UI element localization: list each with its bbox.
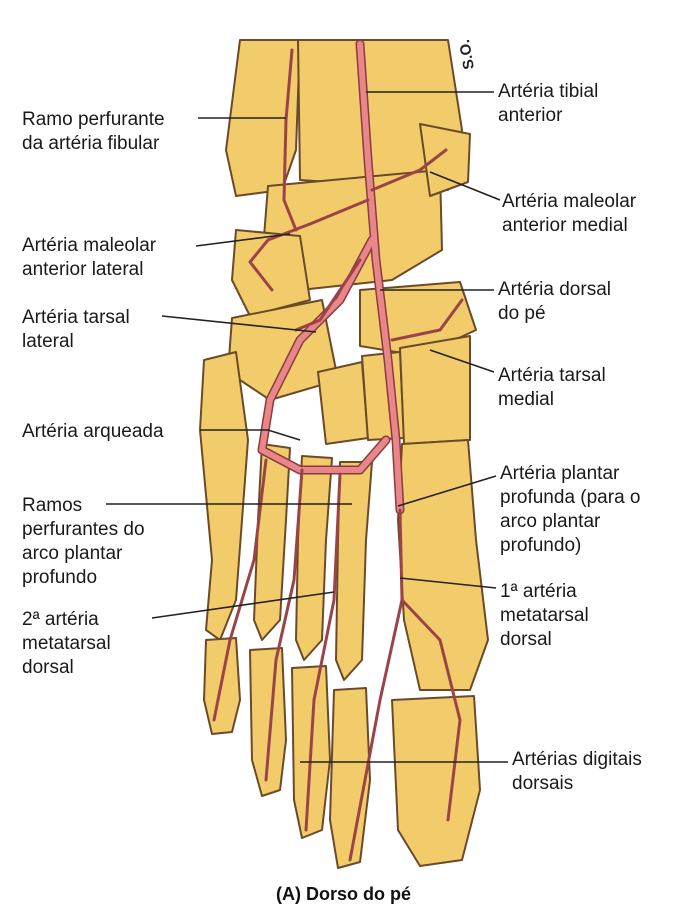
- label-maleolar-anterior-medial: Artéria maleolar anterior medial: [502, 191, 637, 236]
- label-tarsal-lateral: Artéria tarsal lateral: [22, 307, 130, 352]
- medial-cuneiform: [399, 335, 471, 445]
- metatarsal-3-artery: [264, 468, 304, 782]
- metatarsal-4: [253, 443, 291, 641]
- leader-tarsal-lateral: [161, 315, 317, 333]
- label-plantar-profunda: Artéria plantar profunda (para o arco pl…: [500, 463, 641, 556]
- leader-maleolar-lateral: [195, 233, 291, 247]
- leader-maleolar-medial: [429, 171, 501, 201]
- arteries: [212, 39, 464, 862]
- label-maleolar-anterior-lateral: Artéria maleolar anterior lateral: [22, 235, 157, 280]
- label-dorsal-pe: Artéria dorsal do pé: [498, 279, 611, 324]
- metatarsal-4-artery: [212, 458, 268, 722]
- medial-malleolar-branch: [370, 148, 448, 192]
- label-arqueada: Artéria arqueada: [22, 421, 164, 442]
- leader-tarsal-medial: [429, 349, 495, 373]
- hallux-digital-artery: [400, 598, 462, 822]
- metatarsal-2-artery: [304, 472, 342, 832]
- metatarsal-5: [199, 351, 249, 641]
- label-ramos-perfurantes-arco: Ramos perfurantes do arco plantar profun…: [22, 495, 145, 588]
- leader-2a-metatarsal: [151, 591, 335, 619]
- label-ramo-perfurante-fibular: Ramo perfurante da artéria fibular: [22, 109, 165, 154]
- figure-caption: (A) Dorso do pé: [276, 884, 411, 904]
- medial-malleolus: [419, 123, 471, 197]
- dorsalis-pedis-artery: [357, 41, 403, 513]
- lateral-cuneiform: [317, 361, 369, 445]
- arcuate-artery: [259, 237, 389, 473]
- label-digitais-dorsais: Artérias digitais dorsais: [512, 749, 642, 794]
- calcaneus-bone: [231, 229, 311, 317]
- toe-2: [329, 687, 371, 869]
- label-2a-metatarsal-dorsal: 2ª artéria metatarsal dorsal: [22, 609, 111, 678]
- lateral-malleolar-branch: [248, 198, 370, 292]
- lateral-tarsal-branch: [294, 258, 362, 332]
- leader-arqueada: [200, 429, 301, 441]
- toe-1: [391, 695, 481, 867]
- metatarsal-2: [335, 461, 373, 681]
- label-tarsal-medial: Artéria tarsal medial: [498, 365, 606, 410]
- toe-4: [249, 647, 287, 797]
- label-1a-metatarsal-dorsal: 1ª artéria metatarsal dorsal: [500, 581, 589, 650]
- leader-lines: [106, 91, 508, 763]
- medial-tarsal-branch: [390, 298, 464, 342]
- label-tibial-anterior: Artéria tibial anterior: [498, 81, 599, 126]
- bones: [199, 39, 489, 869]
- metatarsal-1-artery: [348, 508, 404, 862]
- leader-1a-metatarsal: [399, 577, 497, 589]
- leader-plantar-profunda: [397, 475, 497, 507]
- perforating-fibular-branch: [282, 48, 298, 232]
